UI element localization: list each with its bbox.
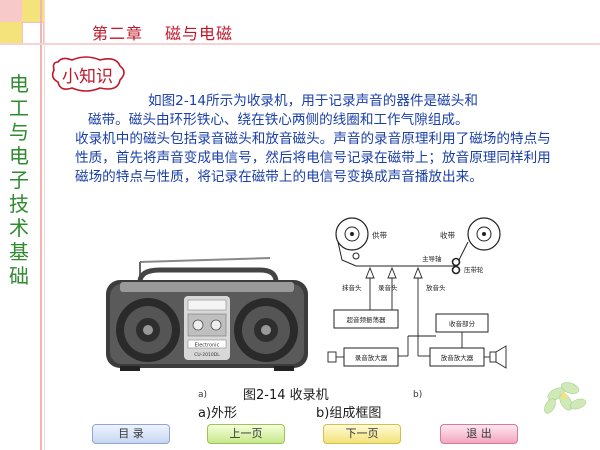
play-head-label: 放音头 — [426, 283, 446, 292]
prev-page-button[interactable]: 上一页 — [207, 424, 285, 444]
next-page-button[interactable]: 下一页 — [323, 424, 401, 444]
receiver-label: 收音部分 — [449, 319, 476, 328]
corner-decoration — [22, 0, 44, 22]
divider-vertical — [44, 0, 45, 450]
body-line: 收录机中的磁头包括录音磁头和放音磁头。声音的录音原理利用了磁场的特点与性质，首先… — [75, 131, 551, 185]
figure-tag-a: a) — [198, 390, 208, 400]
page-title: 第二章 磁与电磁 — [92, 20, 233, 44]
play-amp-label: 放音放大器 — [441, 353, 474, 362]
flower-decoration — [544, 382, 586, 414]
radio-model: CU-2010DL — [194, 352, 220, 358]
radio-brand: Electronic — [195, 343, 220, 349]
takeup-reel-label: 收带 — [440, 230, 455, 240]
chapter-label: 第二章 — [92, 24, 144, 43]
rec-amp-label: 录音放大器 — [355, 353, 388, 362]
erase-head-label: 抹音头 — [342, 283, 362, 292]
record-head-label: 录音头 — [378, 283, 398, 292]
divider-vertical — [40, 0, 42, 450]
contents-button[interactable]: 目 录 — [92, 424, 170, 444]
corner-decoration — [0, 0, 22, 22]
exit-button[interactable]: 退 出 — [440, 424, 518, 444]
knowledge-badge — [51, 56, 125, 92]
supply-reel-label: 供带 — [372, 230, 387, 240]
figure-subcaption-a: a)外形 — [198, 406, 238, 421]
pinch-roller-label: 压带轮 — [464, 265, 484, 274]
figure-tag-b: b) — [413, 390, 423, 400]
bias-osc-label: 超音频振荡器 — [347, 315, 387, 324]
corner-decoration — [0, 22, 22, 44]
body-line: 如图2-14所示为收录机，用于记录声音的器件是磁头和 — [148, 93, 478, 109]
chapter-title: 磁与电磁 — [165, 24, 234, 43]
recorder-block-diagram: 供带 收带 主导轴 压带轮 抹音头 录音头 放音头 超音频振荡器 录音放大器 收… — [327, 217, 507, 369]
divider-horizontal — [0, 43, 600, 45]
knowledge-badge-label: 小知识 — [62, 67, 113, 87]
body-paragraph: 如图2-14所示为收录机，用于记录声音的器件是磁头和 磁带。磁头由环形铁心、绕在… — [75, 92, 556, 187]
body-line: 磁带。磁头由环形铁心、绕在铁心两侧的线圈和工作气隙组成。 — [88, 112, 469, 128]
capstan-label: 主导轴 — [422, 254, 442, 263]
figure-caption: 图2-14 收录机 — [243, 388, 329, 403]
radio-cassette-image: Electronic CU-2010DL — [106, 257, 308, 371]
course-title: 电工与电子技术基础 — [9, 72, 29, 288]
figure-subcaption-b: b)组成框图 — [316, 406, 382, 421]
